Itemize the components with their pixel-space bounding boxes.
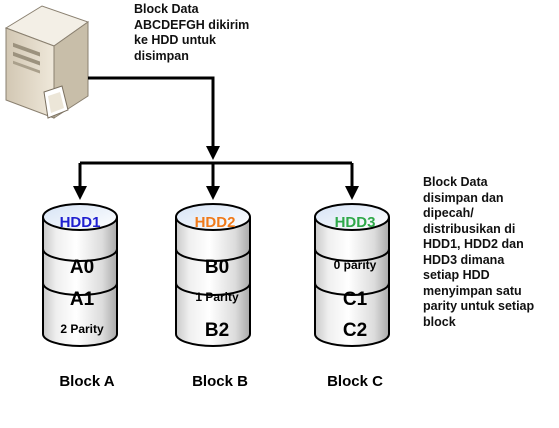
arrowhead-hdd2 bbox=[206, 186, 220, 200]
hdd1-segment-2: A1 bbox=[70, 289, 95, 310]
hdd2-segment-1: B0 bbox=[205, 257, 229, 278]
hdd3-segment-1: 0 parity bbox=[334, 258, 377, 272]
hdd1-segment-1: A0 bbox=[70, 257, 94, 278]
hdd2-segment-3: B2 bbox=[205, 320, 229, 341]
hdd3-segment-3: C2 bbox=[343, 320, 367, 341]
hdd3-label: HDD3 bbox=[335, 214, 376, 231]
top-note: Block Data ABCDEFGH dikirim ke HDD untuk… bbox=[134, 2, 250, 63]
arrowheads bbox=[73, 146, 359, 200]
desktop-computer-icon bbox=[4, 5, 90, 119]
arrowhead-main bbox=[206, 146, 220, 160]
block-a-caption: Block A bbox=[59, 373, 114, 390]
arrowhead-hdd1 bbox=[73, 186, 87, 200]
block-c-caption: Block C bbox=[327, 373, 383, 390]
block-b-caption: Block B bbox=[192, 373, 248, 390]
hdd2-segment-2: 1 Parity bbox=[195, 290, 239, 304]
hdd2-label: HDD2 bbox=[195, 214, 236, 231]
hdd1-disk: HDD1 A0 A1 2 Parity bbox=[42, 203, 118, 347]
hdd1-label: HDD1 bbox=[60, 214, 101, 231]
hdd3-disk: HDD3 0 parity C1 C2 bbox=[314, 203, 390, 347]
hdd2-disk: HDD2 B0 1 Parity B2 bbox=[175, 203, 251, 347]
hdd3-segment-2: C1 bbox=[343, 289, 368, 310]
arrowhead-hdd3 bbox=[345, 186, 359, 200]
hdd1-segment-3: 2 Parity bbox=[60, 322, 104, 336]
side-note: Block Data disimpan dan dipecah/ distrib… bbox=[423, 175, 535, 329]
connector-lines bbox=[78, 76, 354, 189]
